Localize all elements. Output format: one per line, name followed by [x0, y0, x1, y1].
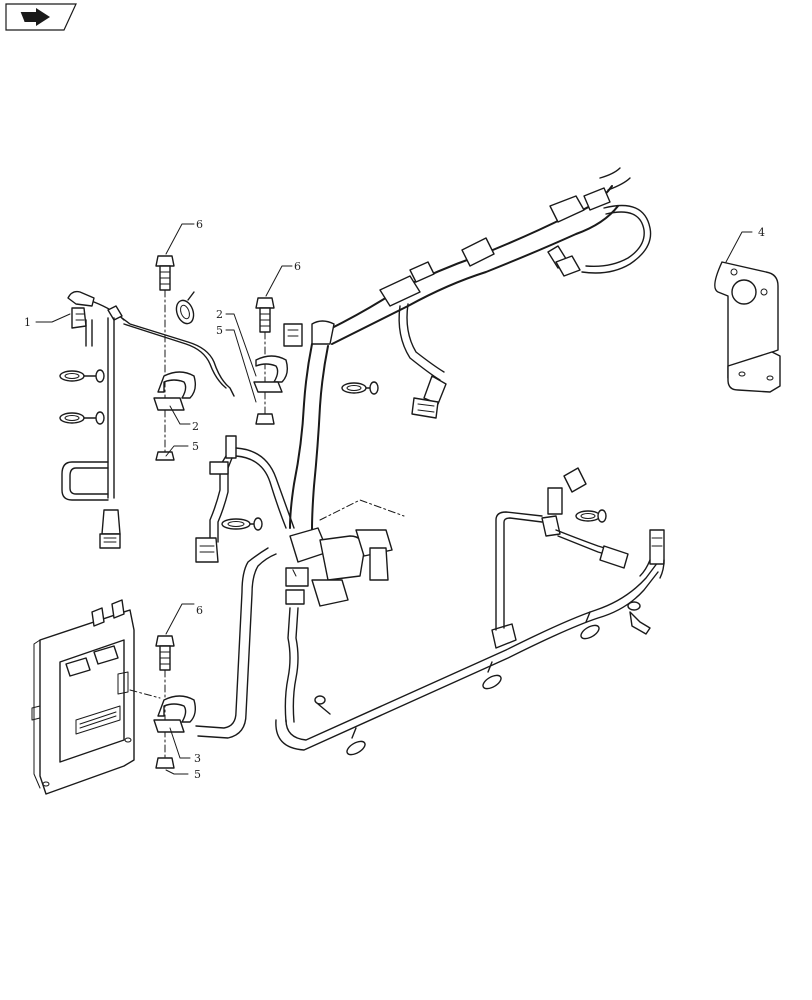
page-flip-arrow-icon: [19, 8, 50, 26]
harness-left: [59, 290, 235, 549]
callout-5-lower: 5: [194, 768, 201, 781]
nav-button[interactable]: [5, 3, 77, 31]
harness-branch-center: [195, 435, 295, 739]
callout-2-left: 2: [192, 420, 199, 433]
callout-4: 4: [758, 226, 765, 239]
callout-6-center: 6: [294, 260, 301, 273]
callout-5-left: 5: [192, 440, 199, 453]
harness-right-lower: [275, 467, 665, 756]
callout-1: 1: [24, 316, 31, 329]
leader-lines: [35, 223, 753, 775]
callout-2-center: 2: [216, 308, 223, 321]
mounting-bracket: [714, 261, 781, 393]
callout-5-center: 5: [216, 324, 223, 337]
fastener-stack-c: [129, 635, 197, 769]
callout-3: 3: [194, 752, 201, 765]
callout-6-upper: 6: [196, 218, 203, 231]
callout-6-lower: 6: [196, 604, 203, 617]
ecu-module: [31, 599, 135, 795]
harness-main-trunk: [283, 167, 652, 723]
fastener-stack-a: [153, 255, 197, 461]
fastener-stack-b: [253, 297, 289, 425]
